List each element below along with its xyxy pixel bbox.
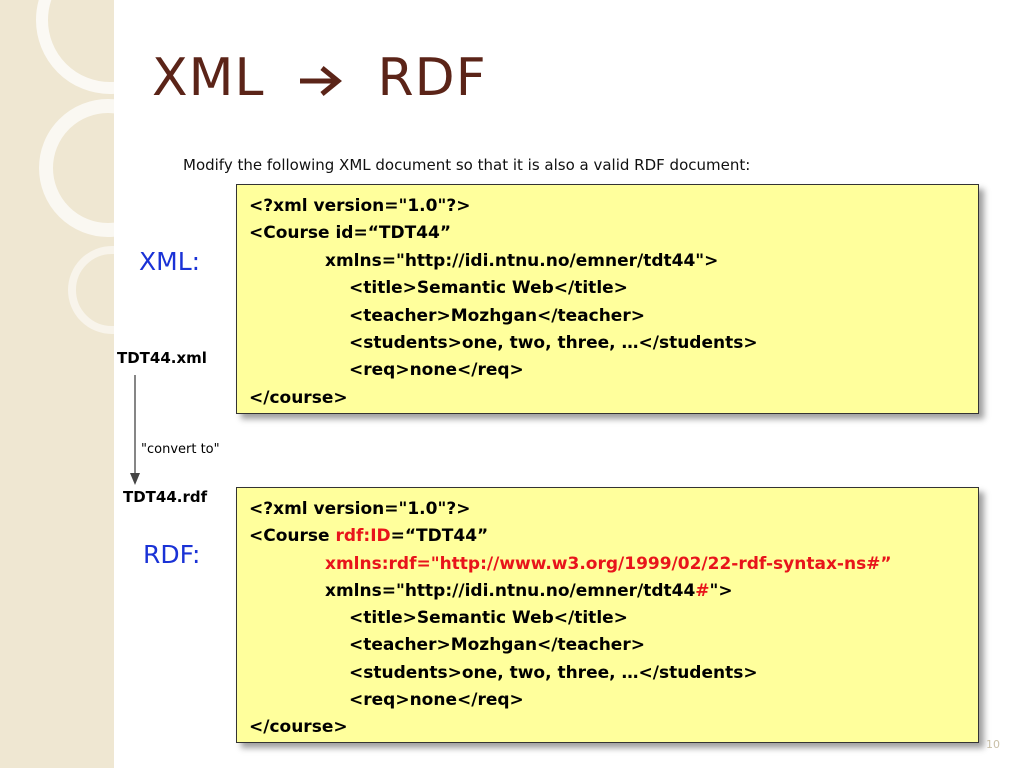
code-text: "> <box>709 580 733 601</box>
code-line: <?xml version="1.0"?> <box>249 499 471 519</box>
decorative-circles <box>36 0 114 334</box>
code-line: <teacher>Mozhgan</teacher> <box>349 635 645 656</box>
code-line: <req>none</req> <box>349 690 524 711</box>
rdf-code-box: <?xml version="1.0"?> <Course rdf:ID=“TD… <box>236 487 979 743</box>
code-line: xmlns="http://idi.ntnu.no/emner/tdt44"> <box>325 250 719 271</box>
code-line: <req>none</req> <box>349 360 524 381</box>
xml-code-box: <?xml version="1.0"?> <Course id=“TDT44”… <box>236 184 979 414</box>
code-line: <teacher>Mozhgan</teacher> <box>349 305 645 326</box>
slide-title: XML RDF <box>152 48 487 111</box>
page-number: 10 <box>986 738 1000 751</box>
code-line: <title>Semantic Web</title> <box>349 278 628 299</box>
code-text: xmlns="http://idi.ntnu.no/emner/tdt44 <box>325 580 696 601</box>
code-highlight: rdf:ID <box>335 526 391 547</box>
instruction-text: Modify the following XML document so tha… <box>183 156 751 174</box>
title-right: RDF <box>377 48 487 108</box>
code-line: </course> <box>249 387 348 408</box>
code-line: <students>one, two, three, …</students> <box>349 662 758 683</box>
code-highlight: # <box>695 580 710 601</box>
code-line: <Course id=“TDT44” <box>249 223 451 244</box>
code-line-highlight: xmlns:rdf="http://www.w3.org/1999/02/22-… <box>325 553 892 574</box>
down-arrow-icon <box>130 375 140 485</box>
code-line: <title>Semantic Web</title> <box>349 608 628 629</box>
rdf-label: RDF: <box>143 540 201 569</box>
code-line: </course> <box>249 717 348 738</box>
rdf-filename: TDT44.rdf <box>123 488 208 506</box>
right-arrow-icon <box>298 51 344 111</box>
xml-filename: TDT44.xml <box>117 349 207 367</box>
convert-label: "convert to" <box>141 442 220 457</box>
decorative-side-strip <box>0 0 114 768</box>
code-line: <Course rdf:ID=“TDT44” <box>249 523 978 550</box>
title-left: XML <box>152 48 265 108</box>
code-text: <Course <box>249 526 336 547</box>
code-line: xmlns="http://idi.ntnu.no/emner/tdt44#"> <box>249 578 978 605</box>
code-text: =“TDT44” <box>390 526 489 547</box>
xml-label: XML: <box>139 247 201 276</box>
code-line: <students>one, two, three, …</students> <box>349 332 758 353</box>
code-line: <?xml version="1.0"?> <box>249 196 471 216</box>
